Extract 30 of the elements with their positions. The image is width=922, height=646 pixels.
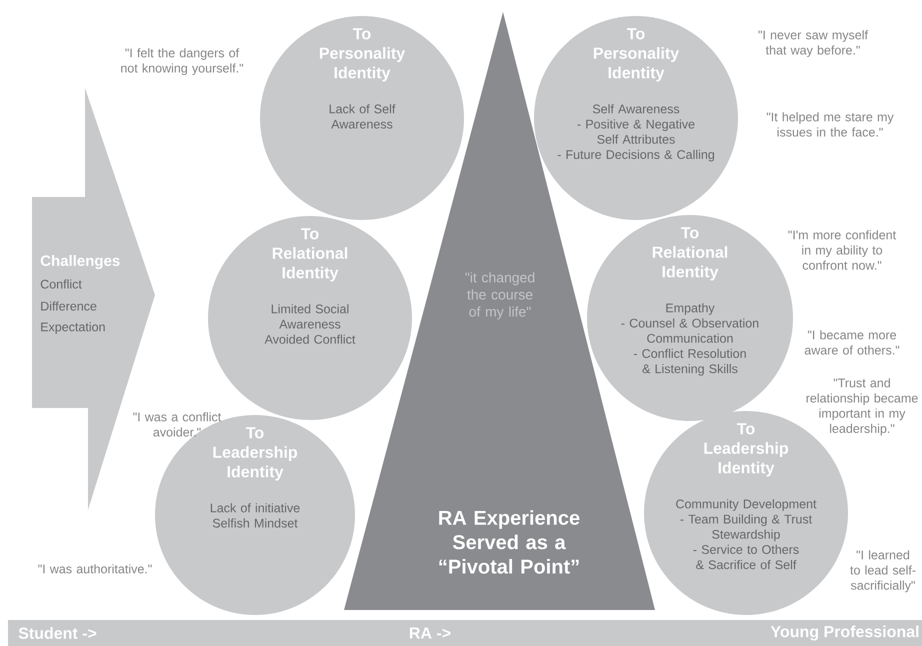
node-label: - Conflict Resolution & Listening Skills: [634, 348, 746, 376]
node-label: Communication: [647, 334, 733, 343]
quote: "I learned to lead self-sacrificially": [850, 550, 916, 592]
quote: "I became more aware of others.": [804, 330, 900, 355]
quote: "I felt the dangers of not knowing yourself.": [121, 48, 244, 76]
node-label: - Team Building & Trust: [680, 514, 812, 526]
quote: "I'm more confident in my ability to confront now.": [788, 230, 896, 270]
circle-text: Lack of Self Awareness: [330, 104, 396, 129]
identity-circle: [534, 16, 738, 220]
arrow-text: Expectation: [41, 322, 105, 334]
circle-text: Limited Social Awareness Avoided Conflict: [264, 304, 356, 344]
triangle-quote: "it changed the course of my life": [465, 272, 534, 320]
circle-text: Self Awareness - Positive & Negative Self Attributes - Future Decisions & Calling: [558, 104, 714, 162]
node-label: - Counsel & Observation: [621, 318, 758, 328]
identity-circle: [260, 16, 464, 220]
node-label: Empathy: [666, 303, 715, 315]
quote: "I was a conflict avoider.": [133, 412, 222, 437]
triangle-title: RA Experience Served as a “Pivotal Point”: [439, 510, 580, 574]
arrow-text: Conflict: [40, 279, 82, 289]
circle-text: Empathy - Counsel & Observation Communication - Conflict Resolution & Listening Skills: [621, 303, 758, 376]
quote: "It helped me stare my issues in the face.": [766, 112, 894, 137]
node-label: Stewardship: [712, 530, 780, 542]
node-label: Community Development: [676, 499, 816, 511]
circle-text: Lack of initiative Selfish Mindset: [210, 503, 300, 528]
circle-text: Community Development - Team Building & Trust Stewardship - Service to Others & Sacrifice of Self: [676, 499, 816, 570]
arrow-text: Difference: [41, 301, 96, 311]
quote: "Trust and relationship became important in my leadership.": [806, 378, 918, 436]
quote: "I never saw myself that way before.": [758, 30, 868, 58]
node-label: - Service to Others & Sacrifice of Self: [693, 544, 799, 570]
timeline-bar: [8, 620, 922, 646]
